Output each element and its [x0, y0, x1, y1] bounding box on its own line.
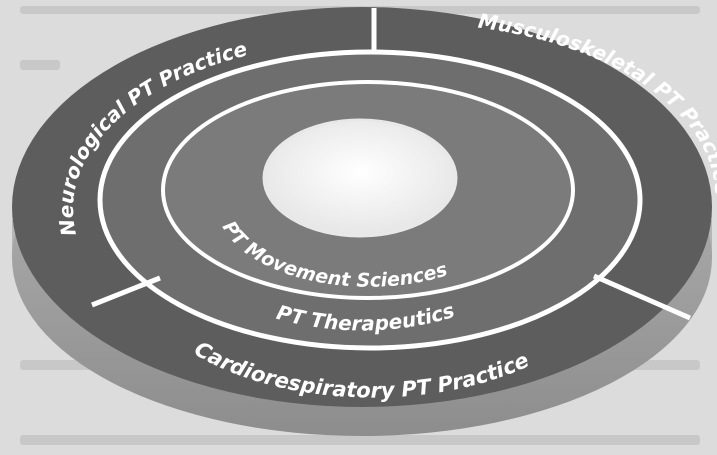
outer-ring-dividers — [91, 8, 692, 321]
center-circle — [262, 118, 458, 238]
divider-right — [592, 273, 692, 321]
divider-left — [91, 275, 161, 308]
